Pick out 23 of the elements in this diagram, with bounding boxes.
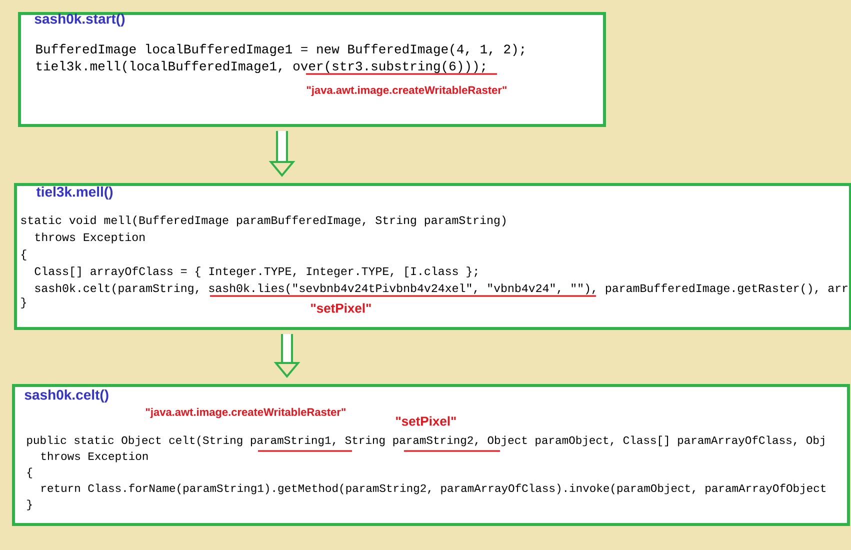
annotation-text: "java.awt.image.createWritableRaster" <box>146 408 346 418</box>
code-line: Class[] arrayOfClass = { Integer.TYPE, Integer.TYPE, [I.class }; <box>34 266 478 278</box>
code-box <box>14 183 851 330</box>
code-line: } <box>21 298 26 308</box>
code-line: return Class.forName(paramString1).getMethod(paramString2, paramArrayOfClass).invoke(paramObject, paramArrayOfObject <box>42 484 826 494</box>
code-line: BufferedImage localBufferedImage1 = new BufferedImage(4, 1, 2); <box>36 44 524 56</box>
box-heading: sash0k.start() <box>34 13 125 27</box>
code-line: sash0k.celt(paramString, sash0k.lies("sevbnb4v24tPivbnb4v24xel", "vbnb4v24", ""), paramBufferedImage.getRaster(), arr <box>35 284 848 294</box>
code-line: static void mell(BufferedImage paramBufferedImage, String paramString) <box>21 216 506 226</box>
annotation-text: "setPixel" <box>311 303 371 313</box>
code-line: tiel3k.mell(localBufferedImage1, over(str3.substring(6))); <box>36 60 485 74</box>
box-heading: tiel3k.mell() <box>36 186 113 200</box>
code-line: { <box>22 250 26 260</box>
code-box <box>12 384 850 526</box>
code-line: public static Object celt(String paramString1, String paramString2, Object paramObject, Class[] paramArrayOfClass, Obj <box>27 436 824 446</box>
code-line: throws Exception <box>35 232 145 244</box>
code-line: } <box>27 500 32 510</box>
code-line: throws Exception <box>41 452 148 462</box>
box-heading: sash0k.celt() <box>24 389 108 403</box>
annotation-text: "setPixel" <box>396 416 456 426</box>
code-box <box>18 12 606 127</box>
code-line: { <box>27 468 32 478</box>
annotation-text: "java.awt.image.createWritableRaster" <box>306 86 506 96</box>
